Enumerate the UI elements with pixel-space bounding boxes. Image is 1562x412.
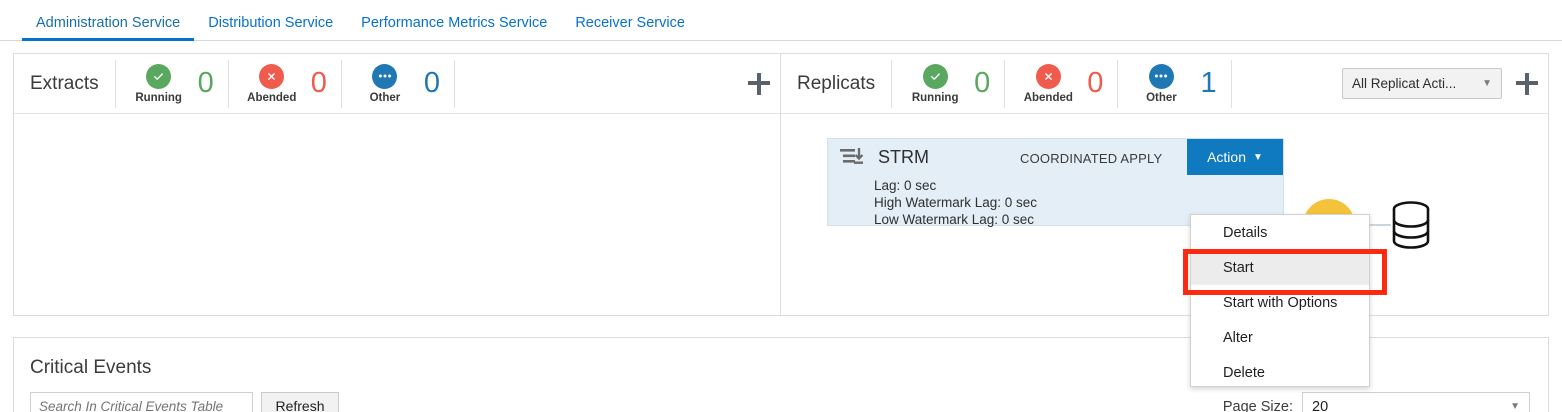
replicats-title: Replicats bbox=[797, 72, 876, 94]
replicat-low-watermark-lag: Low Watermark Lag: 0 sec bbox=[874, 212, 1035, 227]
add-replicat-button[interactable] bbox=[1516, 72, 1538, 95]
refresh-button[interactable]: Refresh bbox=[261, 392, 339, 412]
page-size-value: 20 bbox=[1312, 398, 1329, 412]
menu-item-delete[interactable]: Delete bbox=[1223, 364, 1265, 381]
replicat-process-icon bbox=[840, 147, 864, 167]
replicats-abended-label: Abended bbox=[1023, 91, 1073, 104]
extracts-abended-count: 0 bbox=[310, 67, 327, 99]
replicat-action-button-label: Action bbox=[1207, 149, 1246, 165]
replicats-stat-running: Running 0 bbox=[891, 59, 1004, 108]
replicats-body: STRM COORDINATED APPLY Action ▼ Lag: 0 s… bbox=[781, 114, 1548, 316]
critical-events-title: Critical Events bbox=[30, 357, 152, 378]
page-size-select[interactable]: 20 ▼ bbox=[1302, 392, 1530, 412]
check-circle-icon bbox=[146, 63, 172, 89]
extracts-running-label: Running bbox=[135, 91, 182, 104]
replicat-lag: Lag: 0 sec bbox=[874, 178, 937, 193]
add-extract-button[interactable] bbox=[748, 72, 770, 95]
menu-item-start[interactable]: Start bbox=[1191, 250, 1369, 285]
replicats-other-label: Other bbox=[1146, 91, 1177, 104]
chevron-down-icon: ▼ bbox=[1510, 401, 1520, 412]
critical-events-search-input[interactable] bbox=[30, 392, 253, 412]
extracts-header: Extracts Running 0 bbox=[14, 54, 780, 114]
extracts-stat-other: Other 0 bbox=[340, 59, 456, 108]
replicat-actions-filter-value: All Replicat Acti... bbox=[1352, 76, 1457, 91]
chevron-down-icon: ▼ bbox=[1482, 78, 1492, 89]
replicats-stat-abended: Abended 0 bbox=[1004, 59, 1117, 108]
extracts-section: Extracts Running 0 bbox=[14, 54, 781, 315]
ellipsis-circle-icon bbox=[372, 63, 398, 89]
replicats-stats: Running 0 Abended 0 bbox=[891, 59, 1232, 108]
extracts-body bbox=[14, 114, 780, 316]
replicat-action-menu[interactable]: Details Start Start with Options Alter D… bbox=[1190, 214, 1370, 387]
replicat-card-strm[interactable]: STRM COORDINATED APPLY Action ▼ Lag: 0 s… bbox=[827, 138, 1284, 227]
extracts-other-count: 0 bbox=[423, 67, 441, 99]
tab-list: Administration Service Distribution Serv… bbox=[0, 0, 1562, 41]
menu-item-start-with-options[interactable]: Start with Options bbox=[1223, 294, 1338, 311]
tab-administration-service[interactable]: Administration Service bbox=[22, 15, 195, 41]
replicats-running-count: 0 bbox=[974, 67, 991, 99]
extracts-stat-abended: Abended 0 bbox=[227, 59, 341, 108]
menu-item-details[interactable]: Details bbox=[1223, 224, 1268, 241]
service-tab-bar: Administration Service Distribution Serv… bbox=[0, 0, 1562, 41]
extracts-running-count: 0 bbox=[197, 67, 214, 99]
replicats-section: Replicats Running 0 bbox=[781, 54, 1548, 315]
page-size-label: Page Size: bbox=[1222, 398, 1293, 412]
replicats-header: Replicats Running 0 bbox=[781, 54, 1548, 114]
extracts-title: Extracts bbox=[30, 72, 99, 94]
tab-performance-metrics-service[interactable]: Performance Metrics Service bbox=[361, 14, 548, 31]
replicat-high-watermark-lag: High Watermark Lag: 0 sec bbox=[874, 195, 1038, 210]
replicat-action-button[interactable]: Action ▼ bbox=[1187, 139, 1283, 175]
error-circle-icon bbox=[259, 63, 285, 89]
extracts-other-label: Other bbox=[369, 91, 401, 104]
replicats-stat-other: Other 1 bbox=[1117, 59, 1232, 108]
database-icon bbox=[1389, 201, 1433, 249]
replicat-actions-filter[interactable]: All Replicat Acti... ▼ bbox=[1342, 68, 1502, 99]
extracts-stats: Running 0 Abended 0 bbox=[114, 59, 456, 108]
replicats-other-count: 1 bbox=[1200, 67, 1217, 99]
check-circle-icon bbox=[922, 63, 948, 89]
extracts-stat-running: Running 0 bbox=[114, 59, 228, 108]
replicats-abended-count: 0 bbox=[1087, 67, 1104, 99]
replicats-running-label: Running bbox=[911, 91, 959, 104]
menu-item-alter[interactable]: Alter bbox=[1223, 329, 1253, 346]
processes-panel: Extracts Running 0 bbox=[13, 53, 1549, 316]
extracts-abended-label: Abended bbox=[247, 91, 297, 104]
error-circle-icon bbox=[1035, 63, 1061, 89]
page-size-control: Page Size: 20 ▼ bbox=[1223, 392, 1530, 412]
tab-distribution-service[interactable]: Distribution Service bbox=[208, 14, 334, 31]
ellipsis-circle-icon bbox=[1148, 63, 1174, 89]
replicat-type: COORDINATED APPLY bbox=[1020, 151, 1163, 166]
tab-receiver-service[interactable]: Receiver Service bbox=[575, 14, 685, 31]
chevron-down-icon: ▼ bbox=[1253, 151, 1263, 163]
replicat-name: STRM bbox=[878, 146, 929, 167]
